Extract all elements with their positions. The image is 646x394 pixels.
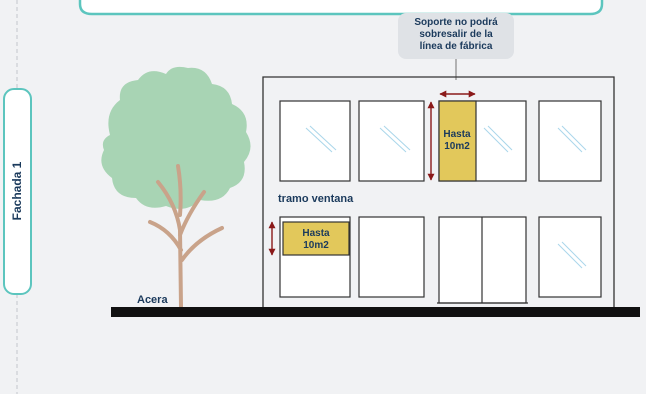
upper-sign-line-1: Hasta	[443, 129, 471, 140]
tree	[101, 66, 251, 309]
callout-line-1: Soporte no podrá	[414, 17, 498, 28]
lower-reflection	[557, 241, 587, 269]
ground-line	[111, 307, 640, 317]
upper-sign-line-2: 10m2	[444, 141, 470, 152]
side-label-text: Fachada 1	[10, 161, 24, 220]
tramo-label: tramo ventana	[278, 193, 354, 205]
top-banner	[78, 0, 604, 16]
lower-sign-panel	[282, 221, 350, 256]
side-label-pill	[3, 88, 32, 295]
callout-bubble	[398, 13, 514, 59]
lower-sign-line-1: Hasta	[302, 228, 330, 239]
tree-canopy	[101, 66, 251, 209]
building-outline	[262, 76, 615, 307]
lower-sign-line-2: 10m2	[303, 240, 329, 251]
callout-line-3: línea de fábrica	[420, 41, 493, 52]
window	[279, 100, 351, 182]
entrance-door	[437, 216, 528, 304]
glass-reflections	[305, 125, 587, 153]
window	[538, 100, 602, 182]
tree-trunk	[148, 164, 224, 309]
upper-sign-panel	[438, 100, 477, 182]
window	[358, 100, 425, 182]
callout-line-2: sobresalir de la	[419, 29, 493, 40]
acera-label: Acera	[137, 294, 168, 306]
window	[538, 216, 602, 298]
window	[358, 216, 425, 298]
